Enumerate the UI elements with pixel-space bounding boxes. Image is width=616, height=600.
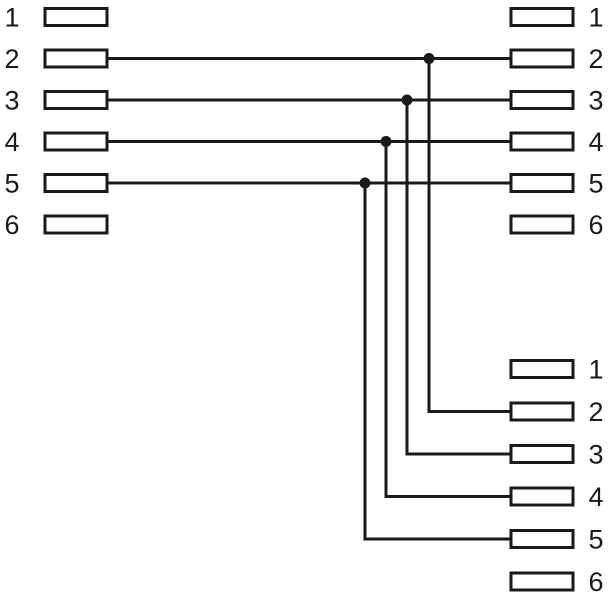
pin-box: [509, 214, 575, 235]
junction-dot-4: [380, 136, 392, 147]
wires: [107, 57, 511, 541]
pin-number: 1: [4, 3, 19, 33]
wire-pin-5: [107, 181, 511, 541]
pin-box: [43, 90, 109, 110]
pin-right-bottom-5: 5: [509, 525, 604, 555]
pin-box: [509, 486, 575, 507]
pin-box: [509, 359, 575, 379]
pin-box: [43, 7, 109, 27]
pin-right-top-3: 3: [509, 86, 604, 116]
junction-dot-5: [359, 177, 371, 189]
pin-right-top-1: 1: [509, 3, 604, 33]
pin-number: 2: [588, 44, 603, 74]
pin-number: 5: [588, 169, 603, 199]
pin-right-top-2: 2: [509, 44, 604, 74]
pin-number: 3: [588, 86, 603, 116]
pin-box: [509, 7, 575, 27]
pin-box: [43, 48, 109, 69]
pin-right-top-4: 4: [509, 127, 604, 157]
connector-left: 1 2 3 4 5 6: [4, 3, 109, 240]
connector-right-top: 1 2 3 4 5 6: [509, 3, 604, 240]
pin-right-bottom-3: 3: [509, 440, 604, 470]
pin-number: 2: [4, 44, 19, 74]
pin-box: [509, 48, 575, 69]
pin-right-top-6: 6: [509, 210, 604, 240]
pin-box: [509, 131, 575, 152]
pin-box: [509, 571, 575, 592]
pin-right-bottom-1: 1: [509, 355, 604, 385]
pin-left-2: 2: [4, 44, 109, 74]
wire-branch-3: [405, 100, 511, 456]
pin-right-top-5: 5: [509, 169, 604, 199]
wire-branch-5: [363, 183, 511, 541]
junction-dot-2: [423, 53, 435, 64]
pin-box: [509, 173, 575, 193]
pin-number: 4: [4, 127, 19, 157]
pin-box: [509, 444, 575, 464]
wire-branch-4: [384, 141, 511, 498]
pin-box: [509, 90, 575, 110]
pin-left-3: 3: [4, 86, 109, 116]
pin-number: 4: [588, 127, 603, 157]
pin-box: [43, 173, 109, 193]
pin-box: [509, 529, 575, 549]
pin-left-4: 4: [4, 127, 109, 157]
pin-number: 2: [588, 397, 603, 427]
junction-dot-3: [401, 94, 413, 106]
pin-number: 5: [4, 169, 19, 199]
wire-pin-3: [107, 98, 511, 456]
pin-left-1: 1: [4, 3, 109, 33]
pin-number: 5: [588, 525, 603, 555]
pin-number: 3: [4, 86, 19, 116]
pin-number: 6: [588, 567, 603, 597]
pin-box: [509, 401, 575, 422]
pin-number: 4: [588, 482, 603, 512]
pin-number: 1: [588, 355, 603, 385]
pin-right-bottom-6: 6: [509, 567, 604, 597]
pin-box: [43, 131, 109, 152]
pin-number: 1: [588, 3, 603, 33]
pin-number: 6: [4, 210, 19, 240]
pin-left-6: 6: [4, 210, 109, 240]
pin-right-bottom-4: 4: [509, 482, 604, 512]
pin-left-5: 5: [4, 169, 109, 199]
connector-right-bottom: 1 2 3 4 5 6: [509, 355, 604, 597]
pin-number: 6: [588, 210, 603, 240]
wire-branch-2: [427, 58, 511, 413]
wire-pin-4: [107, 140, 511, 498]
pin-right-bottom-2: 2: [509, 397, 604, 427]
pin-number: 3: [588, 440, 603, 470]
pin-box: [43, 214, 109, 235]
wire-pin-2: [107, 57, 511, 413]
junctions: [359, 53, 435, 189]
